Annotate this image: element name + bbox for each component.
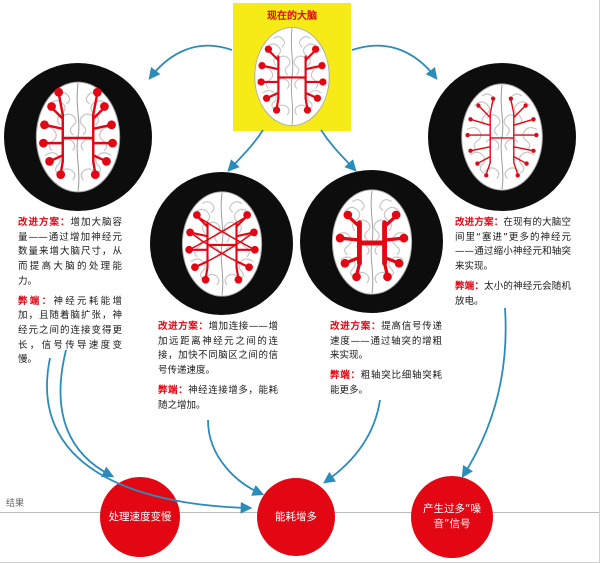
brain-bigger-icon (35, 81, 121, 193)
con-text: 粗轴突比细轴突耗能更多。 (330, 370, 442, 396)
plan-label: 改进方案： (158, 321, 209, 332)
plan-text: 增加大脑容量——通过增加神经元数量来增大脑尺寸，从而提高大脑的处理能力。 (18, 217, 122, 287)
branch-text-smaller-neurons: 改进方案：在现有的大脑空间里“塞进”更多的神经元——通过缩小神经元和轴突来实现。… (455, 216, 571, 314)
brain-more-connections-icon (181, 190, 262, 297)
results-label: 结果 (6, 499, 25, 509)
plan-paragraph: 改进方案：增加连接——增加远距离神经元之间的连接，加快不同脑区之间的信号传递速度… (158, 320, 278, 379)
result-circle-slower-processing: 处理速度变慢 (100, 477, 180, 557)
con-label: 弊端： (18, 295, 54, 307)
plan-paragraph: 改进方案：提高信号传递速度——通过轴突的增粗来实现。 (330, 320, 442, 364)
arrow-smaller-to-noise-icon (461, 307, 507, 478)
arrow-connections-to-energy-icon (207, 419, 265, 496)
brain-circle-thicker-axons (300, 170, 443, 313)
result-text: 产生过多“噪音”信号 (423, 503, 481, 530)
con-paragraph: 弊端：粗轴突比细轴突耗能更多。 (330, 369, 442, 398)
plan-paragraph: 改进方案：在现有的大脑空间里“塞进”更多的神经元——通过缩小神经元和轴突来实现。 (455, 216, 571, 275)
result-text: 处理速度变慢 (108, 510, 172, 523)
branch-text-more-connections: 改进方案：增加连接——增加远距离神经元之间的连接，加快不同脑区之间的信号传递速度… (158, 320, 278, 418)
brain-circle-more-connections (150, 172, 293, 315)
result-circle-noise-signals: 产生过多“噪音”信号 (411, 476, 493, 558)
brain-smaller-neurons-icon (461, 83, 543, 191)
brain-current-icon (254, 26, 330, 127)
plan-text: 提高信号传递速度——通过轴突的增粗来实现。 (330, 321, 442, 362)
arrow-to-thicker-icon (320, 129, 357, 172)
result-text: 能耗增多 (275, 510, 317, 523)
con-paragraph: 弊端：神经连接增多，能耗随之增加。 (158, 384, 278, 413)
branch-text-thicker-axons: 改进方案：提高信号传递速度——通过轴突的增粗来实现。 弊端：粗轴突比细轴突耗能更… (330, 320, 442, 404)
con-label: 弊端： (330, 370, 361, 382)
arrow-thicker-to-energy-icon (323, 399, 381, 484)
branch-text-bigger: 改进方案：增加大脑容量——通过增加神经元数量来增大脑尺寸，从而提高大脑的处理能力… (18, 216, 122, 373)
result-circle-more-energy: 能耗增多 (257, 478, 335, 556)
current-brain-highlight: 现在的大脑 (233, 3, 351, 131)
brain-circle-smaller-neurons (428, 63, 576, 211)
con-paragraph: 弊端：神经元耗能增加，且随着脑扩张，神经元之间的连接变得更长，信号传导速度变慢。 (18, 295, 122, 369)
plan-paragraph: 改进方案：增加大脑容量——通过增加神经元数量来增大脑尺寸，从而提高大脑的处理能力… (18, 216, 122, 290)
brain-circle-bigger (4, 63, 152, 211)
con-paragraph: 弊端：太小的神经元会随机放电。 (455, 280, 571, 309)
con-label: 弊端： (455, 280, 485, 292)
arrow-to-connections-icon (227, 129, 264, 172)
plan-label: 改进方案： (18, 217, 71, 228)
arrow-to-smaller-icon (351, 44, 438, 80)
plan-text: 在现有的大脑空间里“塞进”更多的神经元——通过缩小神经元和轴突来实现。 (455, 217, 571, 273)
con-text: 神经元耗能增加，且随着脑扩张，神经元之间的连接变得更长，信号传导速度变慢。 (18, 295, 122, 366)
brain-thicker-axons-icon (331, 188, 412, 295)
con-text: 太小的神经元会随机放电。 (455, 280, 571, 307)
arrow-to-bigger-icon (148, 44, 233, 80)
current-brain-label: 现在的大脑 (267, 11, 317, 22)
plan-label: 改进方案： (330, 321, 382, 332)
plan-label: 改进方案： (455, 217, 504, 228)
con-label: 弊端： (158, 384, 189, 396)
